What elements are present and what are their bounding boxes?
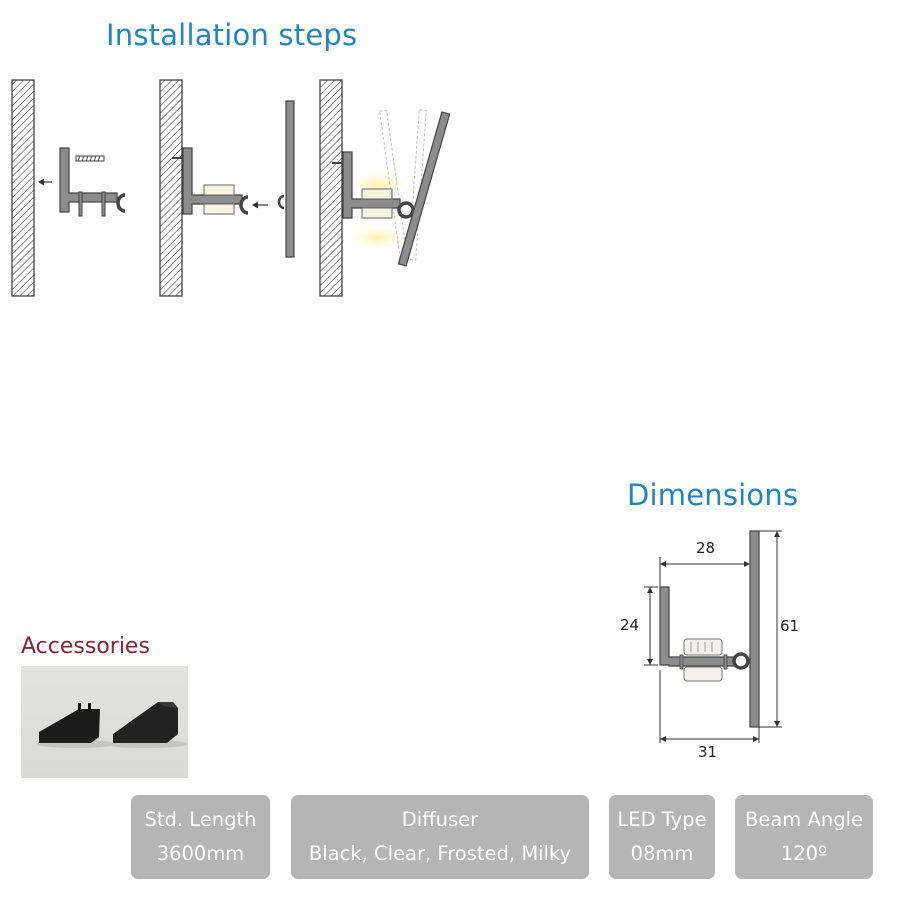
panel-2 bbox=[277, 100, 295, 258]
dim-width-bottom: 31 bbox=[698, 743, 717, 761]
spec-std-length-value: 3600mm bbox=[156, 842, 245, 865]
installation-steps-title: Installation steps bbox=[106, 18, 358, 52]
spec-std-length: Std. Length 3600mm bbox=[131, 795, 270, 879]
accessories-photo bbox=[21, 666, 188, 778]
spec-beam-angle: Beam Angle 120º bbox=[735, 795, 873, 879]
spec-beam-angle-label: Beam Angle bbox=[744, 808, 863, 831]
dim-width-top: 28 bbox=[696, 539, 715, 557]
spec-led-type: LED Type 08mm bbox=[609, 795, 715, 879]
spec-diffuser-value: Black, Clear, Frosted, Milky bbox=[308, 842, 572, 865]
spec-diffuser: Diffuser Black, Clear, Frosted, Milky bbox=[291, 795, 589, 879]
spec-led-type-label: LED Type bbox=[617, 808, 707, 831]
dimensions-title: Dimensions bbox=[627, 478, 799, 512]
spec-diffuser-label: Diffuser bbox=[401, 808, 479, 831]
panel-3-tilted bbox=[397, 111, 451, 267]
dimensions-diagram: 28 24 61 31 bbox=[620, 530, 799, 761]
accessories-title: Accessories bbox=[21, 634, 150, 659]
profile-cross-section bbox=[659, 530, 760, 728]
profile-3 bbox=[342, 151, 415, 219]
wall-1 bbox=[11, 79, 35, 297]
screw-icon bbox=[75, 155, 105, 162]
spec-std-length-label: Std. Length bbox=[144, 808, 257, 831]
spec-beam-angle-value: 120º bbox=[780, 842, 828, 865]
arrow-left-icon bbox=[252, 201, 258, 209]
step-3-drawing bbox=[319, 79, 451, 297]
profile-2 bbox=[182, 147, 249, 215]
dim-height-right: 61 bbox=[780, 617, 799, 635]
dim-height-left: 24 bbox=[620, 616, 639, 634]
wall-2 bbox=[159, 79, 183, 297]
profile-1 bbox=[59, 147, 126, 217]
arrow-left-icon bbox=[38, 178, 44, 186]
end-cap-image bbox=[36, 702, 188, 748]
spec-led-type-value: 08mm bbox=[630, 842, 694, 865]
step-2-drawing bbox=[159, 79, 295, 297]
light-glow-bottom bbox=[348, 226, 408, 250]
step-1-drawing bbox=[11, 79, 126, 297]
installation-steps-diagram bbox=[11, 79, 451, 297]
wall-3 bbox=[319, 79, 343, 297]
